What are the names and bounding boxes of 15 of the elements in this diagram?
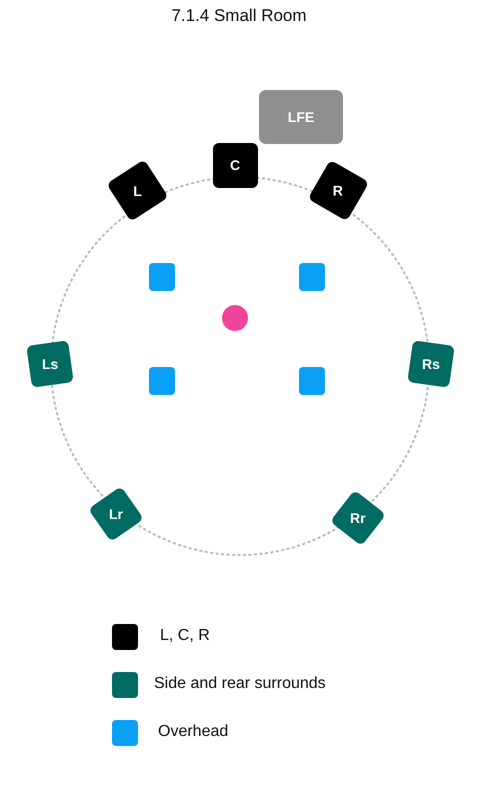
overhead-speaker-box — [299, 367, 325, 395]
subwoofer-box: LFE — [259, 90, 343, 144]
legend-label: Overhead — [158, 723, 228, 741]
speaker-box: Lr — [88, 486, 144, 542]
listener-dot — [222, 305, 248, 331]
speaker-box: Rs — [407, 340, 455, 388]
legend-label: Side and rear surrounds — [154, 675, 326, 693]
speaker-box: Ls — [26, 340, 74, 388]
diagram-title: 7.1.4 Small Room — [170, 6, 308, 26]
overhead-speaker-box — [149, 367, 175, 395]
overhead-speaker-box — [149, 263, 175, 291]
speaker-box: C — [212, 142, 258, 188]
speaker-box: Rr — [330, 490, 386, 546]
legend-label: L, C, R — [160, 627, 210, 645]
overhead-speaker-box — [299, 263, 325, 291]
